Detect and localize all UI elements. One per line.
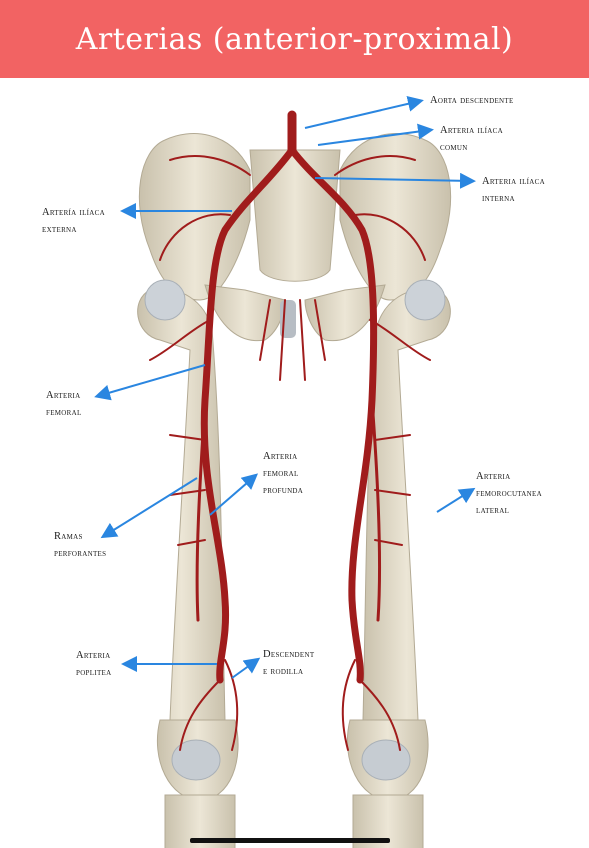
label-aorta-descendente: Aorta descendente [430, 95, 514, 106]
label-arteria-iliaca-interna: Arteria ilíaca interna [482, 176, 545, 204]
label-arteria-femoral: Arteria femoral [46, 390, 82, 418]
knee-tibia-bones [156, 719, 429, 848]
page-title: Arterias (anterior-proximal) [75, 21, 514, 57]
label-arteria-femorocutanea-lateral: Arteria femorocutanea lateral [476, 471, 542, 516]
label-arteria-iliaca-externa: Artería ilíaca externa [42, 207, 105, 235]
label-descendente-rodilla: Descendent e rodilla [263, 649, 315, 677]
anatomy-illustration [94, 95, 476, 848]
title-banner: Arterias (anterior-proximal) [0, 0, 589, 78]
label-arteria-femoral-profunda: Arteria femoral profunda [263, 451, 304, 496]
label-ramas-perforantes: Ramas perforantes [54, 531, 107, 559]
home-indicator [190, 838, 390, 843]
label-arteria-iliaca-comun: Arteria ilíaca comun [440, 125, 503, 153]
callout-arrows [94, 95, 476, 679]
label-arteria-poplitea: Arteria poplitea [76, 650, 112, 678]
artery-tree [149, 110, 431, 751]
